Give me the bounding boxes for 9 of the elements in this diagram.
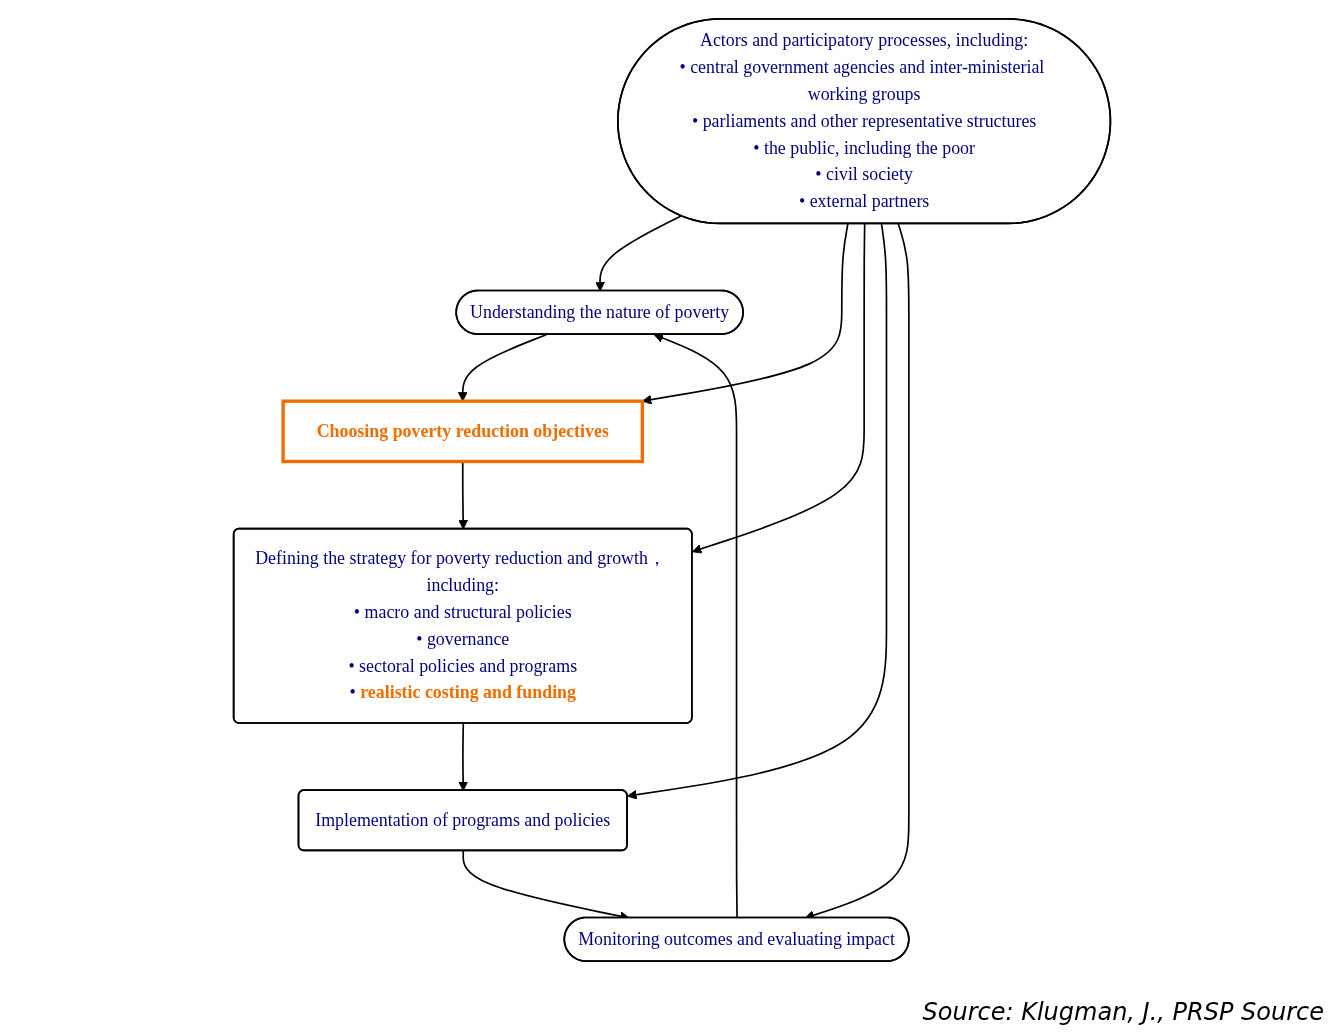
source-note: Source: Klugman, J., PRSP Source xyxy=(922,998,1324,1026)
arrow xyxy=(641,223,849,405)
arrow xyxy=(653,333,738,919)
arrow xyxy=(627,223,888,800)
node-box: Choosing poverty reduction objectives xyxy=(281,399,645,464)
arrow xyxy=(457,333,548,402)
arrow xyxy=(458,722,469,792)
arrow xyxy=(595,215,682,292)
arrow xyxy=(691,223,866,554)
